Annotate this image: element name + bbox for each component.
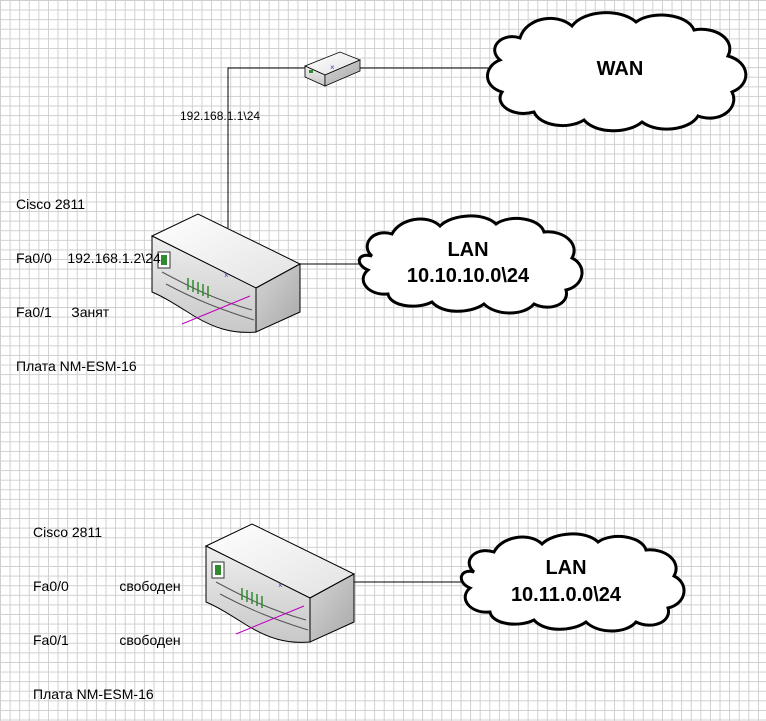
lan2-network: 10.11.0.0\24 — [511, 584, 622, 606]
network-diagram: × WAN LAN 10.10.10.0\24 LAN 10.11.0.0\24 — [150, 11, 748, 643]
router2-fa00: Fa0/0 свободен — [33, 578, 181, 594]
wan-cloud[interactable]: WAN — [486, 11, 748, 133]
router2-fa01: Fa0/1 свободен — [33, 632, 181, 648]
router2-model: Cisco 2811 — [33, 524, 103, 540]
router1-to-modem-link — [227, 67, 308, 228]
connection-lines — [227, 67, 488, 583]
svg-text:×: × — [278, 581, 283, 590]
svg-text:×: × — [330, 63, 335, 72]
wan-label: WAN — [597, 58, 644, 80]
router1-fa01: Fa0/1 Занят — [16, 304, 110, 320]
lan2-cloud[interactable]: LAN 10.11.0.0\24 — [459, 532, 686, 633]
lan1-title: LAN — [447, 239, 488, 261]
router1-icon[interactable]: × — [150, 213, 302, 333]
uplink-ip-label: 192.168.1.1\24 — [180, 109, 261, 123]
svg-text:×: × — [224, 271, 229, 280]
router1-fa00: Fa0/0 192.168.1.2\24 — [16, 250, 161, 266]
lan2-title: LAN — [545, 557, 586, 579]
router1-model: Cisco 2811 — [16, 196, 86, 212]
router2-board: Плата NM-ESM-16 — [33, 686, 154, 702]
lan1-network: 10.10.10.0\24 — [407, 265, 530, 287]
router1-board: Плата NM-ESM-16 — [16, 358, 137, 374]
lan1-cloud[interactable]: LAN 10.10.10.0\24 — [357, 214, 584, 315]
router2-info: Cisco 2811 Fa0/0 свободен Fa0/1 свободен… — [33, 487, 181, 721]
modem-icon[interactable]: × — [303, 51, 362, 87]
router1-info: Cisco 2811 Fa0/0 192.168.1.2\24 Fa0/1 За… — [16, 159, 161, 393]
router2-icon[interactable]: × — [204, 523, 356, 643]
